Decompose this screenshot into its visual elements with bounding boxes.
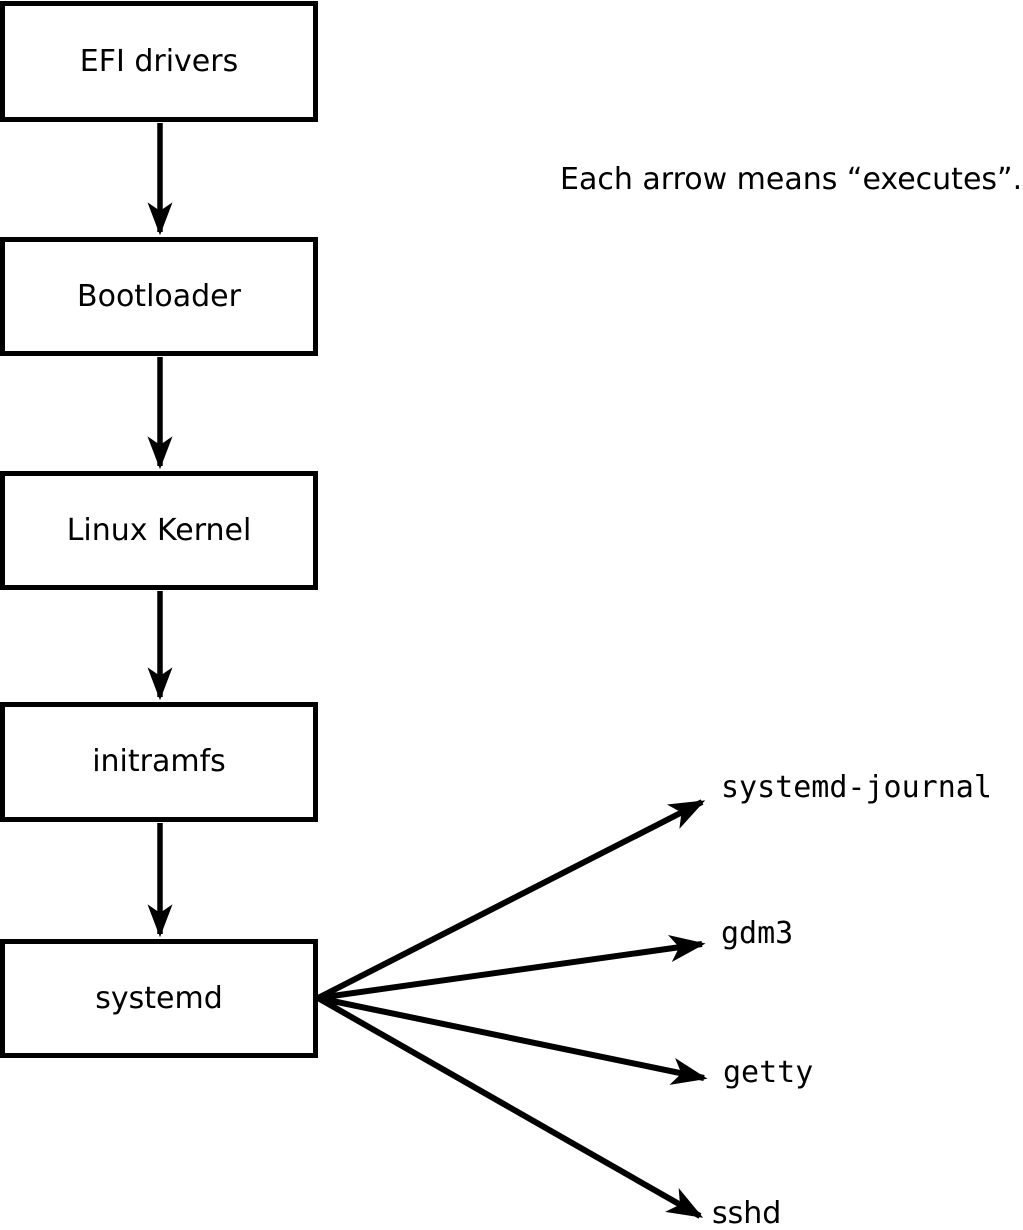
- node-label-bootloader: Bootloader: [77, 278, 241, 314]
- node-bootloader: Bootloader: [0, 237, 318, 356]
- label-getty: getty: [723, 1055, 814, 1090]
- spawn-arrow-systemd-journal: [316, 799, 706, 1001]
- annotation-arrow-meaning: Each arrow means “executes”.: [560, 162, 1023, 197]
- spawn-arrow-gdm3: [317, 934, 706, 1001]
- node-systemd: systemd: [0, 939, 318, 1058]
- label-sshd: sshd: [712, 1196, 782, 1230]
- node-label-linux-kernel: Linux Kernel: [66, 512, 252, 548]
- node-initramfs: initramfs: [0, 702, 318, 822]
- node-linux-kernel: Linux Kernel: [0, 471, 318, 590]
- node-efi-drivers: EFI drivers: [0, 1, 318, 122]
- label-gdm3: gdm3: [721, 916, 794, 951]
- node-label-initramfs: initramfs: [92, 744, 226, 779]
- spawn-arrow-getty: [317, 995, 708, 1085]
- node-label-systemd: systemd: [95, 980, 223, 1016]
- node-label-efi-drivers: EFI drivers: [79, 43, 239, 79]
- label-systemd-journal: systemd-journal: [721, 770, 992, 805]
- spawn-arrow-sshd: [316, 995, 704, 1219]
